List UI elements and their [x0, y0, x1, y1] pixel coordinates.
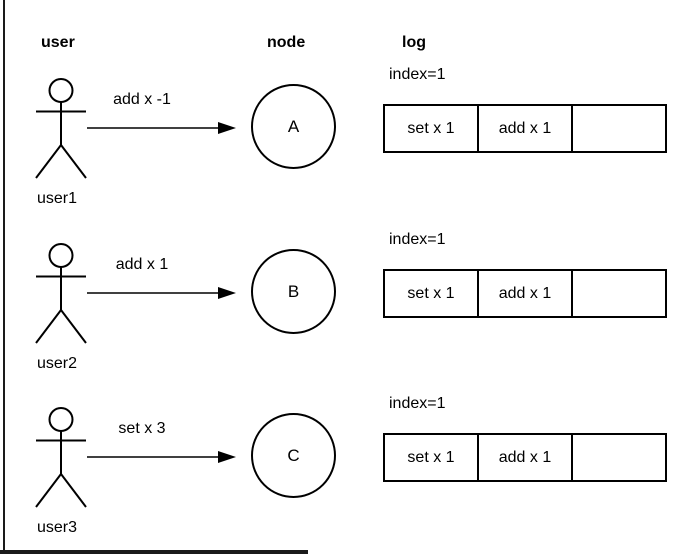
- log-cell: set x 1: [407, 284, 455, 302]
- user-label: user1: [37, 190, 78, 207]
- user-label: user3: [37, 519, 78, 536]
- message-label: add x -1: [113, 91, 171, 108]
- stick-figure-icon: [35, 78, 87, 179]
- log-index-label: index=1: [389, 231, 446, 248]
- arrow-icon: [87, 122, 236, 134]
- node-letter: B: [287, 281, 300, 301]
- arrow-icon: [87, 287, 236, 299]
- user-label: user2: [37, 355, 78, 372]
- diagram-row-user2: user2 add x 1 B index=1 set x 1 add x 1: [0, 228, 691, 393]
- log-index-label: index=1: [389, 66, 446, 83]
- log-table: set x 1 add x 1: [383, 433, 667, 482]
- log-cell: add x 1: [477, 271, 571, 316]
- log-cell-empty: [571, 106, 665, 151]
- log-cell-empty: [571, 271, 665, 316]
- message-label: set x 3: [118, 420, 166, 437]
- left-border-line: [3, 0, 5, 554]
- column-header-node: node: [267, 34, 306, 51]
- node-circle: A: [251, 84, 336, 169]
- node-letter: A: [287, 116, 300, 136]
- column-header-log: log: [402, 34, 426, 51]
- log-table: set x 1 add x 1: [383, 269, 667, 318]
- diagram-row-user3: user3 set x 3 C index=1 set x 1 add x 1: [0, 392, 691, 554]
- log-table: set x 1 add x 1: [383, 104, 667, 153]
- log-cell: set x 1: [407, 119, 455, 137]
- log-index-label: index=1: [389, 395, 446, 412]
- log-cell: set x 1: [407, 448, 455, 466]
- message-label: add x 1: [115, 256, 169, 273]
- node-letter: C: [287, 445, 300, 465]
- stick-figure-icon: [35, 243, 87, 344]
- arrow-icon: [87, 451, 236, 463]
- log-cell: add x 1: [477, 435, 571, 480]
- column-header-user: user: [41, 34, 75, 51]
- stick-figure-icon: [35, 407, 87, 508]
- node-circle: B: [251, 249, 336, 334]
- log-cell: add x 1: [477, 106, 571, 151]
- node-circle: C: [251, 413, 336, 498]
- log-cell-empty: [571, 435, 665, 480]
- bottom-border-line: [0, 550, 308, 554]
- diagram-row-user1: user1 add x -1 A index=1 set x 1 add x 1: [0, 63, 691, 228]
